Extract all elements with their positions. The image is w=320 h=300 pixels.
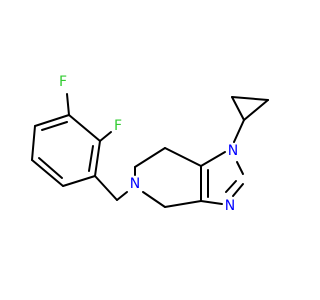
atom-n-pyridine-label: N bbox=[130, 176, 140, 192]
atom-f1: F bbox=[59, 74, 67, 90]
bond-b3-b4 bbox=[34, 114, 70, 127]
bond-b1-b2-inner bbox=[88, 145, 94, 172]
bond-cp-3 bbox=[243, 99, 269, 121]
bond-c-f2 bbox=[99, 131, 112, 142]
tetrahydropyridine-ring bbox=[134, 147, 202, 208]
atom-f2-label: F bbox=[114, 118, 122, 134]
atom-n-imidazole-3: N bbox=[225, 198, 235, 214]
molecule-structure: F F N N N bbox=[31, 74, 269, 214]
bond-c7a-c7 bbox=[164, 147, 202, 167]
bond-n1-c7a bbox=[200, 151, 226, 167]
benzene-ring bbox=[31, 114, 101, 187]
bond-c4-c3a bbox=[164, 200, 202, 208]
bond-b5-b6-inner bbox=[38, 157, 63, 179]
bond-c-f1 bbox=[66, 93, 70, 116]
bond-b1-b2 bbox=[94, 140, 101, 177]
bond-n3-c2 bbox=[232, 183, 244, 197]
atom-f2: F bbox=[114, 118, 122, 134]
bond-b5-b6 bbox=[31, 159, 64, 187]
bond-ch2-aryl bbox=[94, 175, 118, 201]
bond-n3-c2-inner bbox=[225, 180, 237, 193]
bond-n5-c4 bbox=[142, 191, 166, 208]
cyclopropyl-group bbox=[231, 96, 269, 121]
atom-n-imidazole-1-label: N bbox=[228, 143, 238, 159]
bond-b4-b5 bbox=[31, 125, 36, 161]
bond-c7-c6 bbox=[134, 147, 166, 168]
bond-b6-b1 bbox=[62, 175, 96, 187]
atom-n-imidazole-1: N bbox=[228, 143, 238, 159]
atom-n-pyridine: N bbox=[130, 176, 140, 192]
imidazole-ring bbox=[200, 151, 244, 205]
bond-cp-1 bbox=[231, 96, 245, 121]
bond-n5-ch2 bbox=[116, 191, 128, 201]
bond-b3-b4-inner bbox=[41, 121, 68, 131]
bond-c2-n1 bbox=[236, 161, 244, 175]
bond-b2-b3 bbox=[68, 114, 101, 142]
atom-n-imidazole-3-label: N bbox=[225, 198, 235, 214]
bond-cp-2 bbox=[231, 96, 269, 101]
molecule-canvas: F F N N N bbox=[31, 74, 269, 214]
atom-f1-label: F bbox=[59, 74, 67, 90]
bond-c3a-n3 bbox=[200, 200, 223, 205]
bond-n1-cyclopropyl bbox=[233, 119, 245, 143]
